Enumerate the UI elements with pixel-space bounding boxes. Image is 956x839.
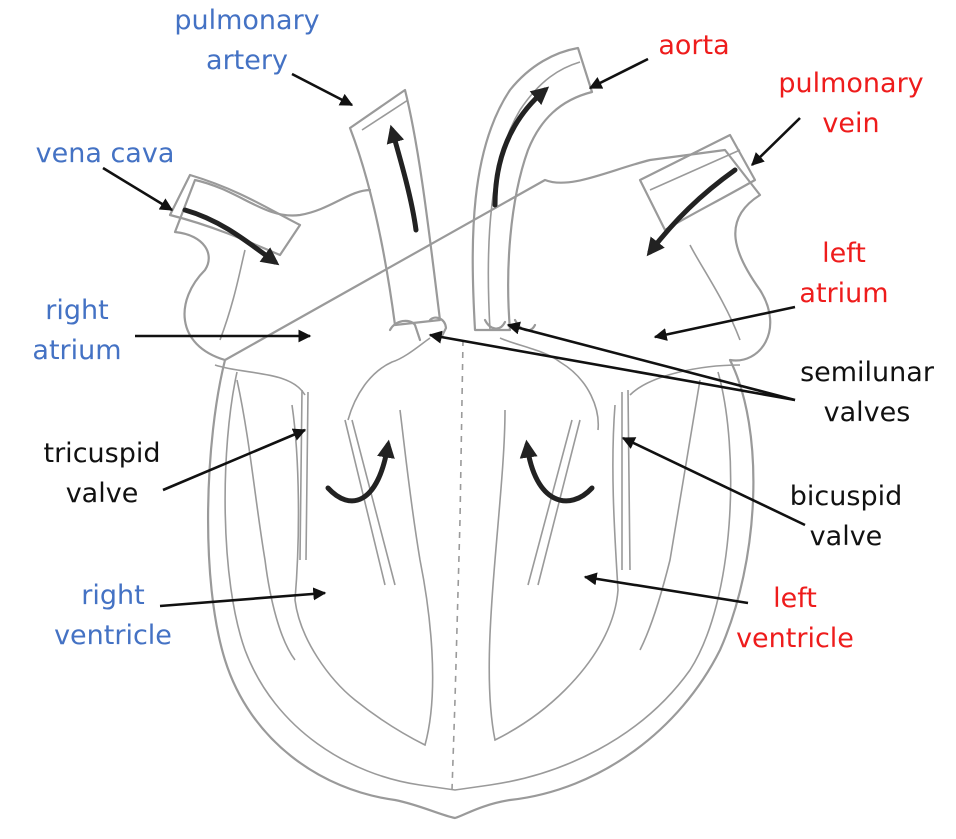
septum-outline	[347, 337, 600, 431]
label-vena-cava: vena cava	[35, 138, 175, 169]
pointer-bicuspid-valve	[621, 436, 806, 527]
septum-dashed-line	[451, 339, 464, 791]
pointer-aorta	[588, 57, 649, 90]
pointer-pulmonary-artery	[291, 72, 354, 107]
pulmonary-vein-vessel	[638, 133, 757, 232]
right-ventricle-wall	[291, 404, 434, 747]
label-bicuspid-valve: bicuspid valve	[789, 481, 903, 552]
left-atrium-wall	[629, 244, 741, 396]
label-pulmonary-vein: pulmonary vein	[778, 68, 924, 139]
pulmonary-artery-vessel	[348, 88, 442, 327]
label-right-atrium: right atrium	[32, 295, 122, 366]
semilunar-valve-right-cusps	[388, 316, 448, 342]
label-pulmonary-artery: pulmonary artery	[174, 5, 320, 76]
label-aorta: aorta	[658, 30, 730, 61]
flow-arrow-right-ventricle	[325, 439, 395, 504]
label-left-atrium: left atrium	[799, 238, 889, 309]
label-right-ventricle: right ventricle	[54, 580, 172, 651]
pointer-pulmonary-vein	[751, 117, 801, 166]
right-ventricle-trabeculae	[236, 379, 296, 661]
pointer-semilunar-left	[506, 321, 796, 402]
flow-arrow-left-ventricle	[519, 439, 595, 504]
tricuspid-valve-chordae	[299, 389, 396, 586]
pointer-tricuspid-valve	[162, 428, 307, 492]
aorta-vessel	[471, 46, 594, 332]
pointer-vena-cava	[102, 166, 174, 212]
label-semilunar-valves: semilunar valves	[800, 357, 934, 428]
label-left-ventricle: left ventricle	[736, 583, 854, 654]
pointer-right-ventricle	[159, 587, 327, 608]
bicuspid-valve-chordae	[527, 389, 631, 586]
vena-cava-vessel	[168, 173, 302, 257]
pointer-left-ventricle	[583, 572, 749, 605]
pointer-left-atrium	[653, 305, 796, 341]
pointer-semilunar-right	[428, 330, 796, 402]
flow-arrow-pulmonary-vein	[646, 167, 738, 257]
flow-arrow-vena-cava	[182, 207, 280, 266]
label-tricuspid-valve: tricuspid valve	[43, 438, 161, 509]
flow-arrow-aorta	[492, 86, 550, 208]
heart-outer-wall	[173, 148, 772, 820]
flow-arrow-pulmonary-artery	[386, 124, 419, 233]
left-ventricle-wall	[488, 404, 619, 742]
left-ventricle-trabeculae	[639, 379, 701, 651]
heart-inner-wall	[224, 371, 732, 791]
right-atrium-wall	[214, 249, 306, 396]
